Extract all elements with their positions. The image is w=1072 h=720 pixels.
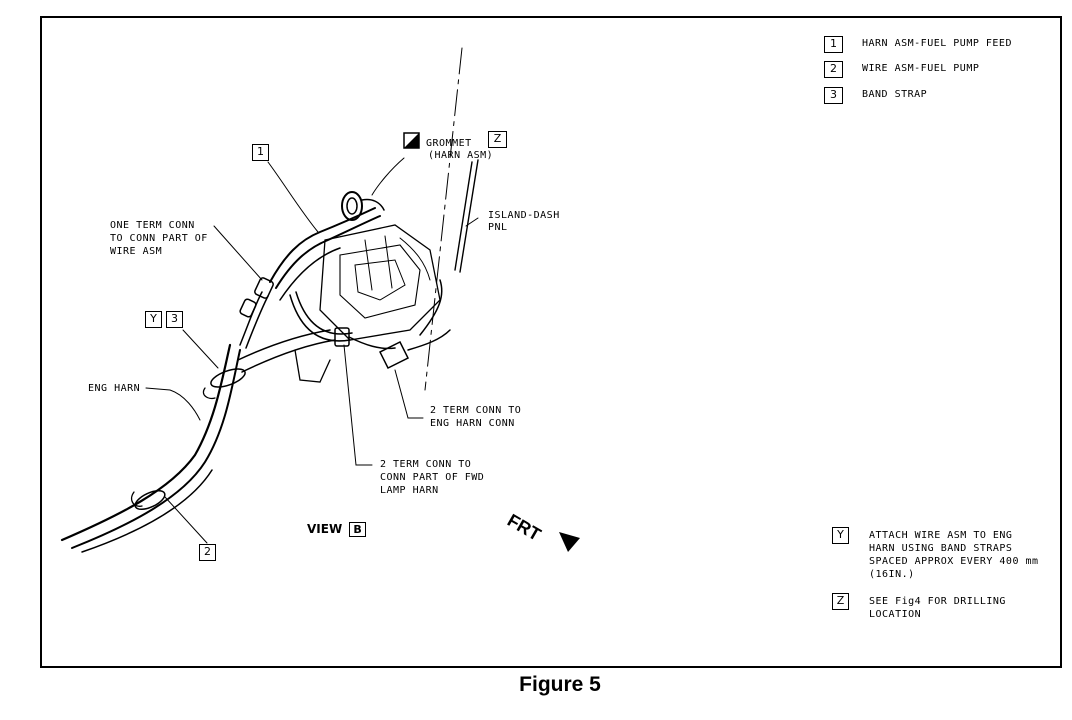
one-term-conn-label-line2: TO CONN PART OF [110,233,208,244]
note-y-line4: (16IN.) [869,569,915,580]
two-term-eng-label-line1: 2 TERM CONN TO [430,405,522,416]
figure-caption: Figure 5 [519,673,601,696]
diagram-frame [40,16,1062,668]
legend-key-1: 1 [824,36,843,53]
callout-3: 3 [166,311,183,328]
note-key-y: Y [832,527,849,544]
callout-2: 2 [199,544,216,561]
two-term-fwd-label-line2: CONN PART OF FWD [380,472,485,483]
note-key-z: Z [832,593,849,610]
two-term-fwd-label-line3: LAMP HARN [380,485,439,496]
grommet-label-line2: (HARN ASM) [428,150,494,161]
two-term-eng-label-line2: ENG HARN CONN [430,418,515,429]
legend-key-2: 2 [824,61,843,78]
legend-key-3: 3 [824,87,843,104]
one-term-conn-label-line1: ONE TERM CONN [110,220,195,231]
front-arrow-icon [559,532,580,552]
note-y-line3: SPACED APPROX EVERY 400 mm [869,556,1039,567]
legend-text-1: HARN ASM-FUEL PUMP FEED [862,38,1012,49]
legend-text-3: BAND STRAP [862,89,928,100]
callout-1: 1 [252,144,269,161]
view-label: VIEW B [307,522,366,537]
grommet-label-line1: GROMMET [426,138,472,149]
view-letter-box: B [349,522,366,537]
note-z-line2: LOCATION [869,609,922,620]
one-term-conn-label-line3: WIRE ASM [110,246,163,257]
note-y-line1: ATTACH WIRE ASM TO ENG [869,530,1013,541]
island-dash-label-line1: ISLAND-DASH [488,210,560,221]
note-y-line2: HARN USING BAND STRAPS [869,543,1013,554]
eng-harn-label: ENG HARN [88,383,141,394]
callout-z: Z [488,131,507,148]
legend-text-2: WIRE ASM-FUEL PUMP [862,63,980,74]
note-z-line1: SEE Fig4 FOR DRILLING [869,596,1006,607]
island-dash-label-line2: PNL [488,222,508,233]
view-text: VIEW [307,522,343,536]
two-term-fwd-label-line1: 2 TERM CONN TO [380,459,472,470]
callout-y: Y [145,311,162,328]
